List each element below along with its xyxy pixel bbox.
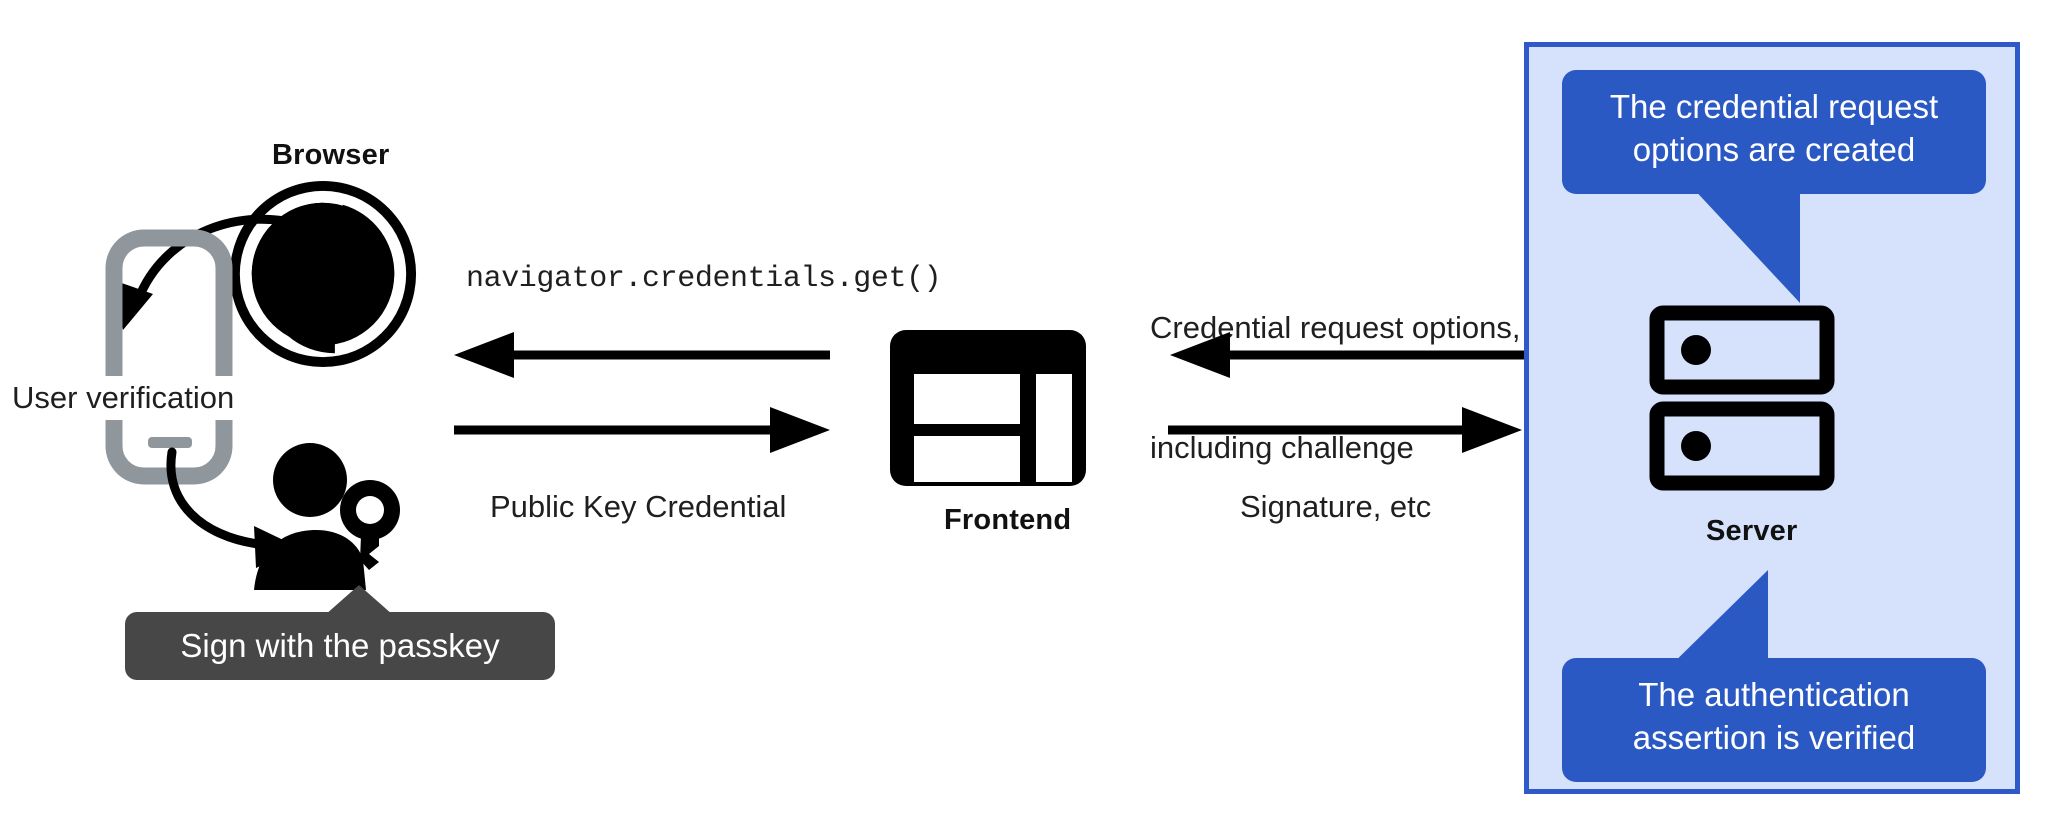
browser-window-icon <box>888 328 1088 488</box>
credential-request-options-line-1: Credential request options, <box>1150 309 1521 345</box>
person-with-key-icon <box>248 438 408 598</box>
browser-label: Browser <box>272 139 390 171</box>
assertion-verified-callout: The authentication assertion is verified <box>1562 658 1986 782</box>
user-verification-label: User verification <box>6 376 241 420</box>
credential-options-callout: The credential request options are creat… <box>1562 70 1986 194</box>
arrow-server-to-frontend <box>1168 330 1524 380</box>
navigator-credentials-get-label: navigator.credentials.get() <box>466 262 942 296</box>
mobile-phone-icon <box>105 229 233 485</box>
signature-etc-label: Signature, etc <box>1240 489 1432 524</box>
arrow-frontend-to-browser <box>452 330 832 380</box>
sign-with-passkey-tooltip: Sign with the passkey <box>125 612 555 680</box>
arrow-frontend-to-server <box>1168 405 1524 455</box>
assertion-verified-callout-tail <box>1640 570 1850 680</box>
frontend-label: Frontend <box>944 504 1072 536</box>
arrow-browser-to-frontend <box>452 405 832 455</box>
assertion-verified-callout-text: The authentication assertion is verified <box>1632 676 1916 756</box>
credential-options-callout-tail <box>1690 185 1880 305</box>
server-label: Server <box>1706 515 1798 547</box>
credential-options-callout-text: The credential request options are creat… <box>1609 88 1939 168</box>
curve-browser-to-phone-arrow <box>95 208 315 338</box>
sign-with-passkey-tooltip-tail <box>325 585 393 615</box>
credential-request-options-label: Credential request options, including ch… <box>1150 227 1521 549</box>
server-rack-icon <box>1649 305 1835 491</box>
credential-request-options-line-2: including challenge <box>1150 430 1414 466</box>
sign-with-passkey-tooltip-text: Sign with the passkey <box>180 627 500 664</box>
public-key-credential-label: Public Key Credential <box>490 489 787 524</box>
